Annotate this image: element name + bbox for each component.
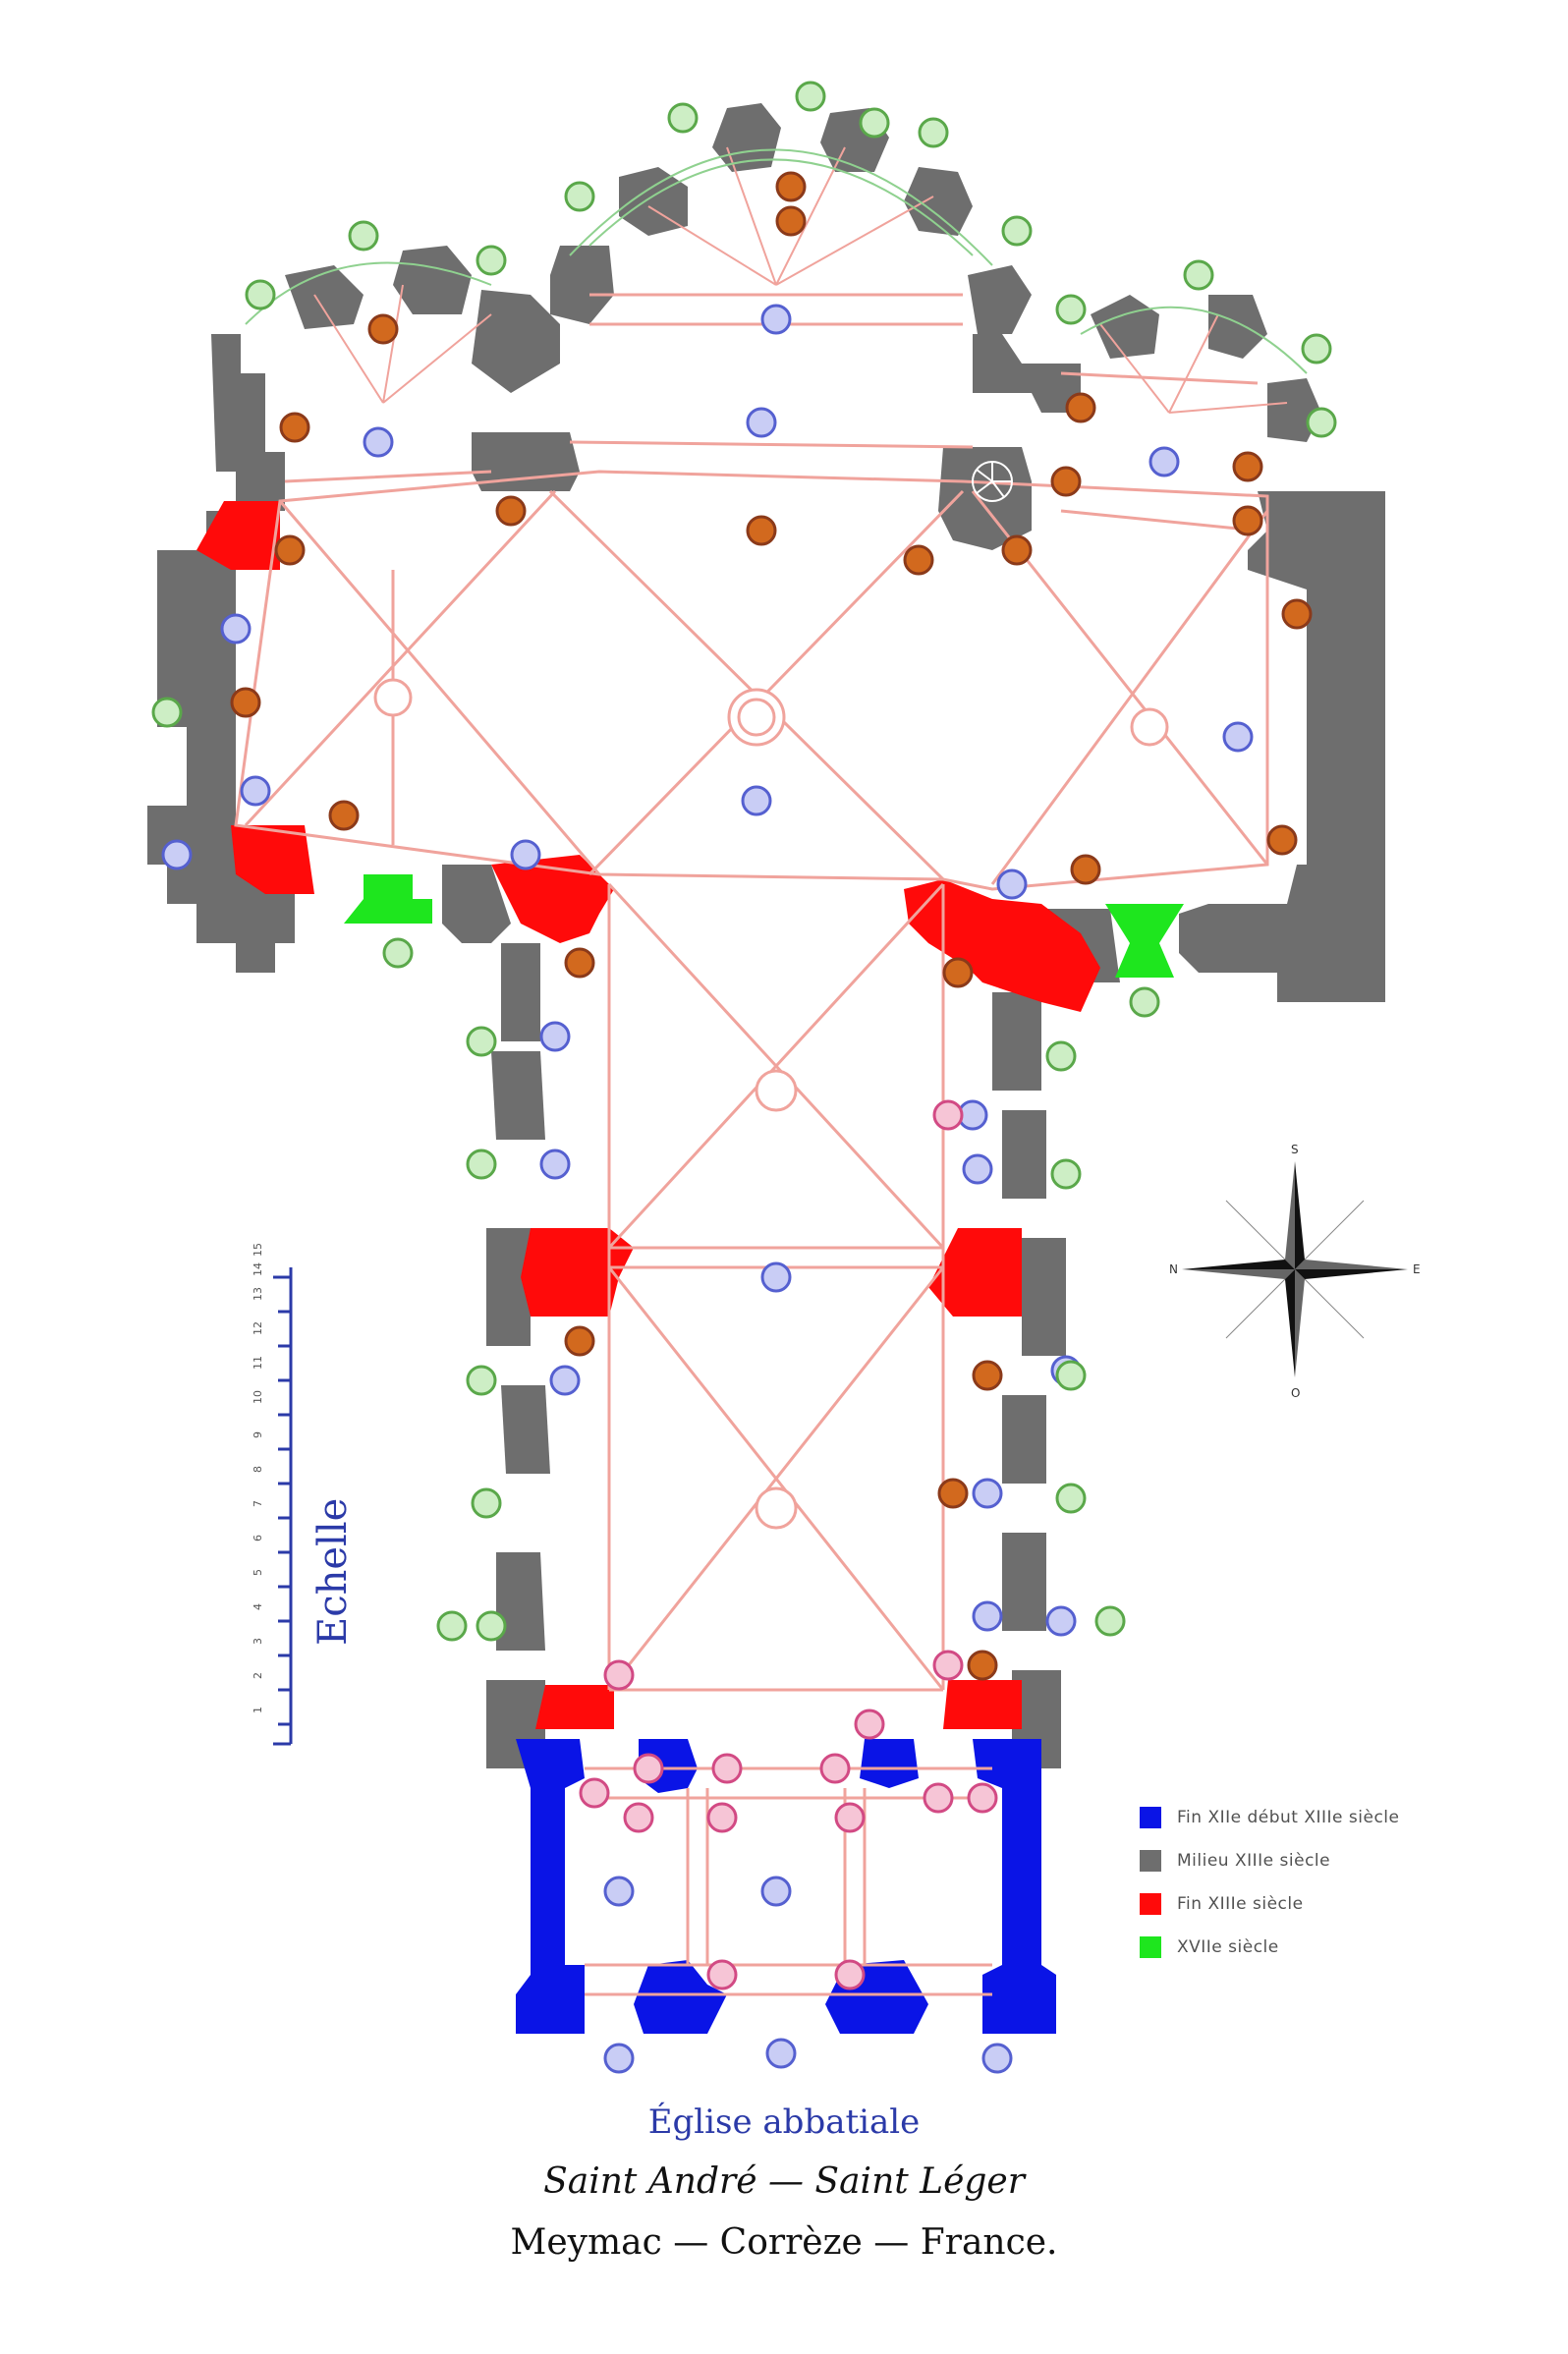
legend-swatch [1140,1893,1161,1915]
scale-tick-label: 14 [252,1262,264,1276]
scale-bar [273,1267,293,1746]
legend-swatch [1140,1936,1161,1958]
stair-spiral-icon [972,461,1013,502]
vault-ribs [234,293,1269,1996]
caption-dedication: Saint André — Saint Léger [543,2161,1025,2202]
legend: Fin XIIe début XIIIe siècle Milieu XIIIe… [1140,1796,1552,1969]
scale-tick-label: 10 [252,1390,264,1404]
scale-tick-label: 6 [252,1535,264,1541]
caption-location: Meymac — Corrèze — France. [510,2222,1058,2263]
legend-label: Milieu XIIIe siècle [1177,1851,1331,1871]
scale-tick-label: 2 [252,1672,264,1679]
capital-markers [151,81,1337,2074]
compass-south-label: O [1291,1386,1300,1400]
compass-west-label: N [1169,1262,1178,1276]
scale-tick-labels: 1 2 3 4 5 6 7 8 9 10 11 12 13 14 15 [252,1243,264,1713]
legend-label: Fin XIIIe siècle [1177,1894,1304,1914]
legend-item: Fin XIIe début XIIIe siècle [1140,1796,1552,1839]
blue-narthex [516,1739,1056,2034]
scale-label: Echelle [310,1497,356,1647]
orange-markers [230,171,1313,1681]
scale-tick-label: 5 [252,1569,264,1576]
blue-markers [161,304,1254,2074]
legend-label: XVIIe siècle [1177,1937,1279,1957]
compass-rose-icon: S O N E [1169,1143,1421,1400]
scale-tick-label: 11 [252,1356,264,1370]
scale-tick-label: 4 [252,1603,264,1610]
compass-north-label: S [1291,1143,1299,1156]
scale-tick-label: 15 [252,1243,264,1257]
compass-east-label: E [1413,1262,1421,1276]
legend-swatch [1140,1807,1161,1828]
legend-item: Fin XIIIe siècle [1140,1882,1552,1926]
scale-tick-label: 9 [252,1431,264,1438]
green-additions [344,874,1184,978]
legend-label: Fin XIIe début XIIIe siècle [1177,1808,1400,1827]
scale-tick-label: 13 [252,1287,264,1301]
scale-tick-label: 1 [252,1707,264,1713]
legend-item: XVIIe siècle [1140,1926,1552,1969]
scale-tick-label: 3 [252,1638,264,1645]
caption-title: Église abbatiale [647,2102,921,2142]
apse-ribs [313,146,1288,414]
scale-tick-label: 8 [252,1466,264,1473]
vault-bosses [373,678,1169,1530]
scale-tick-label: 7 [252,1500,264,1507]
pink-markers [579,1099,998,1990]
red-pillars [196,501,1100,1729]
green-markers [151,81,1337,1642]
scale-tick-label: 12 [252,1321,264,1335]
legend-swatch [1140,1850,1161,1872]
legend-item: Milieu XIIIe siècle [1140,1839,1552,1882]
